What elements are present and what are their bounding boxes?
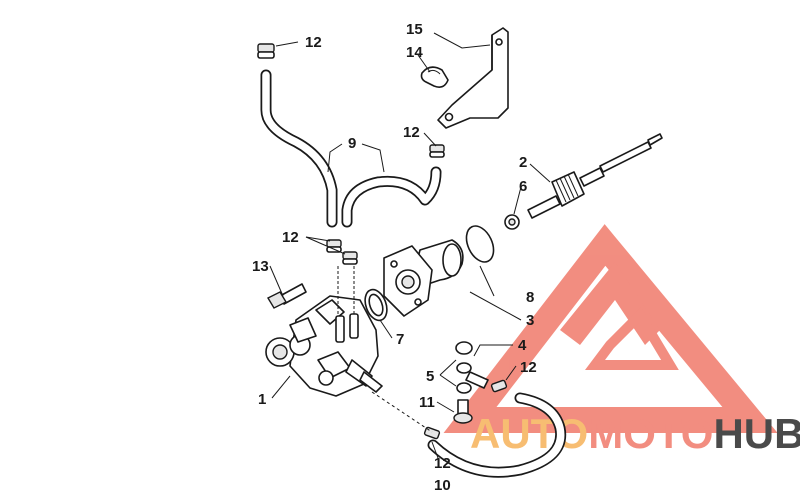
hose-clamp-mid-a — [326, 239, 342, 253]
callout-13: 13 — [252, 258, 269, 275]
callout-5: 5 — [426, 368, 434, 385]
hose-clamp-lower-right — [490, 379, 508, 393]
callout-12-top-right: 12 — [403, 124, 420, 141]
callout-11: 11 — [419, 394, 435, 411]
callouts: 12 15 14 9 12 2 6 12 13 8 3 7 4 5 12 1 1… — [252, 21, 537, 494]
callout-4: 4 — [518, 337, 527, 354]
hose-clamp-lower-left — [423, 426, 441, 440]
hose-lower — [427, 392, 567, 478]
callout-12-bottom: 12 — [434, 455, 451, 472]
logo-triangle-icon — [443, 224, 778, 433]
callout-12-right: 12 — [520, 359, 537, 376]
callout-12-mid: 12 — [282, 229, 299, 246]
bolt — [267, 283, 307, 309]
callout-15: 15 — [406, 21, 423, 38]
oil-pump — [265, 266, 383, 397]
watermark-word-moto: MOTO — [588, 410, 713, 457]
hose-clamp-top-left — [257, 43, 275, 59]
logo-inner-triangle-icon — [585, 306, 679, 370]
hose-route-line — [371, 391, 433, 433]
o-ring-large — [465, 225, 495, 263]
banjo-fitting — [455, 341, 489, 394]
watermark-text: AUTOMOTOHUB — [470, 410, 800, 457]
callout-8: 8 — [526, 289, 534, 306]
callout-14: 14 — [406, 44, 423, 61]
banjo-bolt — [453, 399, 473, 424]
callout-7: 7 — [396, 331, 404, 348]
callout-12-top-left: 12 — [305, 34, 322, 51]
hose-right — [341, 166, 442, 228]
hose-left — [260, 69, 338, 228]
callout-9: 9 — [348, 135, 356, 152]
mounting-bracket — [437, 27, 509, 129]
hose-clamp-mid-b — [342, 251, 358, 265]
callout-2: 2 — [519, 154, 527, 171]
watermark-logo: AUTOMOTOHUB — [443, 224, 800, 457]
callout-3: 3 — [526, 312, 534, 329]
hose-clamp — [420, 66, 449, 88]
watermark-word-hub: HUB — [713, 410, 800, 457]
washer — [504, 214, 520, 230]
o-ring-small — [364, 288, 388, 322]
drive-gear-shaft — [527, 133, 663, 219]
watermark-word-auto: AUTO — [470, 410, 588, 457]
callout-6: 6 — [519, 178, 527, 195]
leader-lines — [269, 32, 551, 459]
hose-clamp-top-right — [429, 144, 445, 158]
callout-10: 10 — [434, 477, 451, 494]
drive-housing — [383, 239, 464, 317]
callout-1: 1 — [258, 391, 266, 408]
